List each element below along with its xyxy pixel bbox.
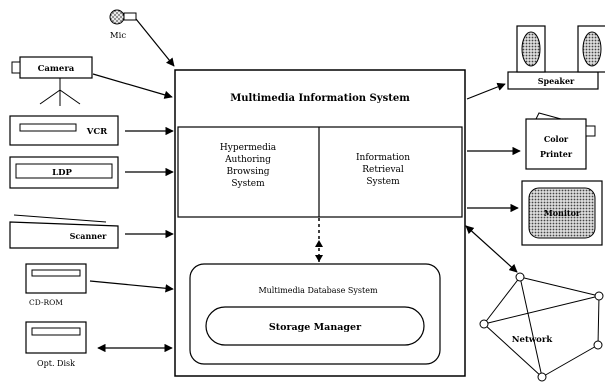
optdisk-label: Opt. Disk [37, 359, 75, 368]
network: Network [465, 225, 604, 382]
scanner-label: Scanner [70, 231, 108, 241]
optdisk-icon [25, 321, 87, 354]
layer-link [315, 218, 323, 262]
camera-label: Camera [38, 64, 75, 74]
network-node-icon [515, 272, 525, 282]
mic-device: Mic [109, 9, 175, 67]
scanner-device: Scanner [9, 214, 174, 249]
speaker-device: Speaker [466, 25, 605, 100]
printer-device: Color Printer [467, 112, 596, 170]
network-node-icon [593, 340, 603, 350]
mic-icon [109, 9, 125, 25]
mic-label: Mic [110, 31, 126, 41]
retrieval-line-2: Retrieval [362, 165, 404, 175]
hypermedia-line-4: System [231, 179, 265, 189]
retrieval-line-1: Information [356, 153, 410, 163]
network-node-icon [594, 291, 604, 301]
speaker-label: Speaker [538, 76, 575, 86]
database-label: Multimedia Database System [258, 286, 377, 295]
hypermedia-line-2: Authoring [224, 155, 271, 165]
hypermedia-system: Hypermedia Authoring Browsing System [220, 143, 277, 189]
network-node-icon [537, 372, 547, 382]
storage-manager-label: Storage Manager [269, 322, 362, 333]
application-layer [177, 126, 463, 218]
cdrom-icon [25, 263, 87, 294]
database-system: Multimedia Database System Storage Manag… [189, 263, 441, 365]
retrieval-line-3: System [366, 177, 400, 187]
network-graph [483, 276, 600, 378]
network-nodes [479, 272, 604, 382]
camera-device: Camera [11, 56, 173, 106]
scanner-icon [9, 221, 119, 249]
network-label: Network [512, 335, 554, 345]
optdisk-device: Opt. Disk [25, 321, 173, 368]
system-title: Multimedia Information System [230, 93, 410, 104]
ldp-device: LDP [9, 156, 174, 189]
cdrom-device: CD-ROM [25, 263, 174, 307]
speaker-left-icon [521, 31, 541, 67]
printer-icon [525, 118, 587, 170]
printer-label-1: Color [544, 134, 569, 144]
vcr-device: VCR [9, 115, 174, 146]
cdrom-label: CD-ROM [29, 298, 63, 307]
retrieval-system: Information Retrieval System [356, 153, 410, 187]
hypermedia-line-3: Browsing [226, 167, 269, 177]
monitor-device: Monitor [467, 180, 603, 246]
speaker-right-icon [582, 31, 602, 67]
vcr-label: VCR [86, 127, 108, 137]
monitor-label: Monitor [544, 208, 581, 218]
network-node-icon [479, 319, 489, 329]
printer-label-2: Printer [540, 149, 573, 159]
ldp-label: LDP [52, 168, 72, 178]
storage-manager [205, 306, 425, 346]
hypermedia-line-1: Hypermedia [220, 143, 277, 153]
